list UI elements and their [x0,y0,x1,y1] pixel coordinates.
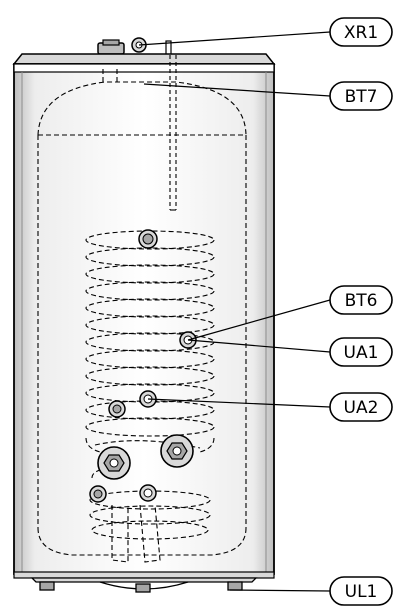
foot-right [227,581,243,591]
ua1-leader [187,339,331,353]
inner-vessel [37,68,247,556]
ul1-leader [229,589,331,592]
tank-top-cover [12,53,276,65]
callout-ua2-box [329,392,393,422]
top-fittings [97,37,172,56]
lower-coil [89,440,211,563]
foot-middle [135,583,151,593]
front-connections [89,229,197,503]
ua2-leader [147,398,331,408]
bt7-leader [143,83,331,97]
tank-top-band [13,63,275,73]
callout-bt6: BT6 [329,285,393,315]
xr1-leader [138,31,331,46]
callout-xr1: XR1 [329,17,393,47]
foot-left [39,581,55,591]
callout-bt7-text: BT7 [345,87,378,107]
callout-xr1-text: XR1 [344,23,378,43]
upper-coil [85,230,215,453]
callout-ul1-text: UL1 [345,582,378,602]
callout-ua2-text: UA2 [344,398,379,418]
feet [30,577,258,593]
callout-ua1-text: UA1 [344,343,379,363]
callout-bt7-box [329,81,393,111]
callout-ua2: UA2 [329,392,393,422]
callout-bt6-text: BT6 [345,291,378,311]
callout-ul1: UL1 [329,576,393,606]
callout-bt6-box [329,285,393,315]
bt6-leader [187,299,331,341]
tank-bottom-band [13,571,275,579]
leader-lines [138,31,331,592]
callout-xr1-box [329,17,393,47]
base-plate [30,577,258,583]
callout-ua1-box [329,337,393,367]
callout-bt7: BT7 [329,81,393,111]
top-pipe-nut [102,39,120,46]
callout-ua1: UA1 [329,337,393,367]
bt7-sensor-pocket [169,55,177,211]
callout-ul1-box [329,576,393,606]
